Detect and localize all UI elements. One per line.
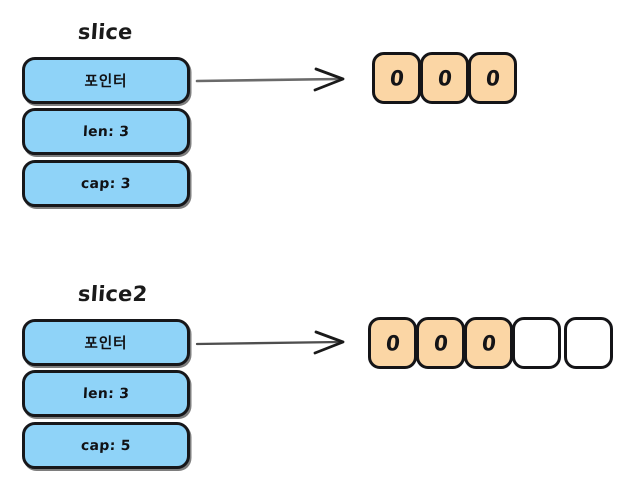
- array-cell: 0: [368, 317, 417, 369]
- slice2-field-pointer-label: 포인터: [84, 336, 128, 352]
- array-cell: 0: [416, 317, 465, 369]
- array-cell-value: 0: [432, 330, 449, 356]
- array-cell-empty: [512, 317, 561, 369]
- array-cell-value: 0: [480, 330, 497, 356]
- slice2-title: slice2: [77, 282, 149, 306]
- slice2-field-cap-label: cap: 5: [80, 437, 132, 454]
- slice2-field-len: len: 3: [22, 370, 190, 417]
- slice-struct-group: slice 포인터 len: 3 cap: 3 0 0 0: [22, 20, 517, 207]
- slice2-pointer-arrow: [195, 330, 345, 355]
- array-cell: 0: [372, 52, 421, 104]
- slice2-field-cap: cap: 5: [22, 422, 190, 469]
- array-cell-empty: [564, 317, 613, 369]
- slice-field-pointer: 포인터: [22, 57, 190, 104]
- array-cell: 0: [468, 52, 517, 104]
- array-cell: 0: [464, 317, 513, 369]
- slice2-field-len-label: len: 3: [82, 385, 130, 402]
- array-cell: 0: [420, 52, 469, 104]
- slice-field-pointer-label: 포인터: [84, 74, 128, 90]
- slice-pointer-arrow: [195, 67, 345, 92]
- slice-field-len: len: 3: [22, 108, 190, 155]
- slice2-field-pointer: 포인터: [22, 319, 190, 366]
- array-cell-value: 0: [384, 330, 401, 356]
- slice-field-cap: cap: 3: [22, 160, 190, 207]
